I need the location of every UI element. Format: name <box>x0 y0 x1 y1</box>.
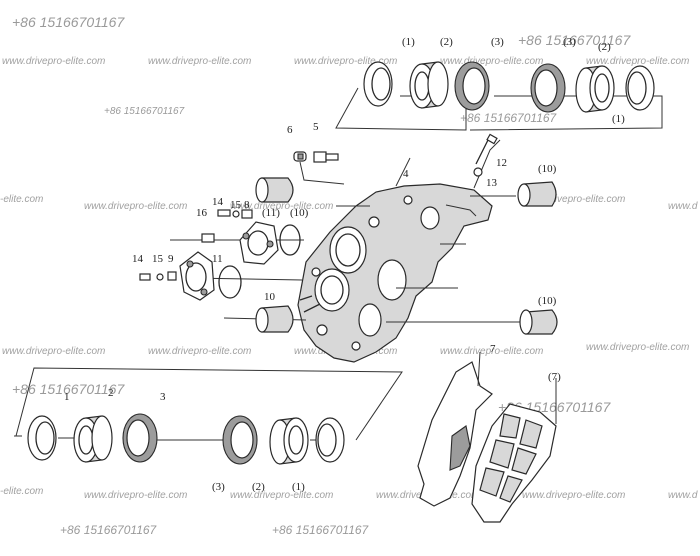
watermark-phone: +86 15166701167 <box>272 523 370 537</box>
part-label: (1) <box>402 36 415 48</box>
part-label: (2) <box>252 481 265 493</box>
watermark-url: www.d <box>668 201 698 212</box>
o-ring <box>218 265 242 299</box>
watermark-phone: +86 15166701167 <box>518 32 631 48</box>
bushing <box>73 415 113 463</box>
part-label: (10) <box>290 207 309 219</box>
part-label: 11 <box>212 253 223 265</box>
part-label: 8 <box>244 199 250 211</box>
watermark-url: www.drivepro-elite.com <box>148 346 251 357</box>
part-label: 9 <box>168 253 174 265</box>
center-labels: 6 5 4 12 13 (10) 14 15 8 (11) (10) 16 14… <box>132 121 557 307</box>
part-label: (11) <box>262 207 280 219</box>
o-ring <box>279 224 301 256</box>
watermark-url: www.drivepro-elite.com <box>294 56 397 67</box>
part-label: 12 <box>496 157 507 169</box>
part-label: (7) <box>548 371 561 383</box>
watermark-url: -elite.com <box>0 194 43 205</box>
brake-pad-friction: (7) <box>471 371 561 523</box>
bleeder-cap <box>293 151 307 162</box>
watermark-phone: +86 15166701167 <box>104 106 185 117</box>
cover-plate <box>239 221 279 265</box>
plug <box>201 233 215 243</box>
watermark-url: www.drivepro-elite.com <box>230 201 333 212</box>
snap-ring <box>363 61 393 107</box>
part-label: (10) <box>538 295 557 307</box>
washer <box>473 167 483 177</box>
watermark-url: www.drivepro-elite.com <box>440 56 543 67</box>
bleeder-screw <box>313 151 339 163</box>
part-label: (2) <box>440 36 453 48</box>
seal-ring <box>222 415 258 465</box>
watermark-url: www.drivepro-elite.com <box>586 56 689 67</box>
part-label: 13 <box>486 177 498 189</box>
part-label: 6 <box>287 124 293 136</box>
bushing <box>575 65 615 113</box>
part-label: (3) <box>563 36 576 48</box>
watermark-url: www.drivepro-elite.com <box>522 490 625 501</box>
piston <box>255 177 294 203</box>
part-label: (3) <box>491 36 504 48</box>
bottom-center-parts-row: (3) (2) (1) <box>212 415 345 493</box>
part-label: 2 <box>108 387 114 399</box>
part-label: 5 <box>313 121 319 133</box>
part-label: (10) <box>538 163 557 175</box>
part-label: (2) <box>598 41 611 53</box>
watermark-phone: +86 15166701167 <box>12 14 125 30</box>
watermark-url: www.drivepro-elite.com <box>84 490 187 501</box>
part-label: 14 <box>212 196 224 208</box>
part-label: 10 <box>264 291 276 303</box>
leader-line <box>335 87 467 131</box>
watermark-url: www.drivepro-elite.com <box>230 490 333 501</box>
watermark-url: www.drivepro-elite.com <box>84 201 187 212</box>
part-label: 1 <box>64 391 70 403</box>
cover-plate <box>179 251 215 301</box>
piston <box>517 181 557 207</box>
watermark-phone: +86 15166701167 <box>12 381 125 397</box>
watermark-url: www.drivepro-elite.com <box>2 56 105 67</box>
part-label: 15 <box>152 253 164 265</box>
snap-ring <box>625 65 655 111</box>
part-label: (3) <box>212 481 225 493</box>
watermark-url: www.drivepro-elite.com <box>586 342 689 353</box>
part-label: (1) <box>292 481 305 493</box>
watermark-url: -elite.com <box>0 486 43 497</box>
fitting-cluster <box>139 271 177 281</box>
watermark-phone: +86 15166701167 <box>460 111 558 125</box>
center-small-parts <box>139 133 558 335</box>
seal-ring <box>530 63 566 113</box>
part-label: 15 <box>230 199 242 211</box>
fitting-cluster <box>217 209 253 219</box>
leader-line <box>477 351 481 387</box>
leader-line <box>15 367 403 441</box>
top-parts-row: (1) (2) (3) (3) (2) (1) <box>335 36 663 131</box>
watermark-url: www.drivepro-elite.com <box>440 346 543 357</box>
snap-ring <box>27 415 57 461</box>
piston <box>255 305 294 333</box>
part-label: 7 <box>490 343 496 355</box>
bushing <box>269 417 309 465</box>
seal-ring <box>454 61 490 111</box>
watermark-url: www.drivepro-elite.com <box>148 56 251 67</box>
watermark-url: www.d <box>668 490 698 501</box>
bottom-left-parts-row: 1 2 3 <box>14 367 403 463</box>
watermark-url: www.drivepro-elite.com <box>522 194 625 205</box>
bolt <box>475 133 498 165</box>
bushing <box>409 61 449 109</box>
piston <box>519 309 558 335</box>
part-label: 4 <box>403 168 409 180</box>
part-label: (1) <box>612 113 625 125</box>
watermark-url: www.drivepro-elite.com <box>2 346 105 357</box>
caliper-housing <box>297 183 493 363</box>
snap-ring <box>315 417 345 463</box>
part-label: 16 <box>196 207 208 219</box>
brake-pad-backing: 7 <box>417 343 496 507</box>
seal-ring <box>122 413 158 463</box>
part-label: 3 <box>160 391 166 403</box>
watermark-phone: +86 15166701167 <box>60 523 158 537</box>
part-label: 14 <box>132 253 144 265</box>
